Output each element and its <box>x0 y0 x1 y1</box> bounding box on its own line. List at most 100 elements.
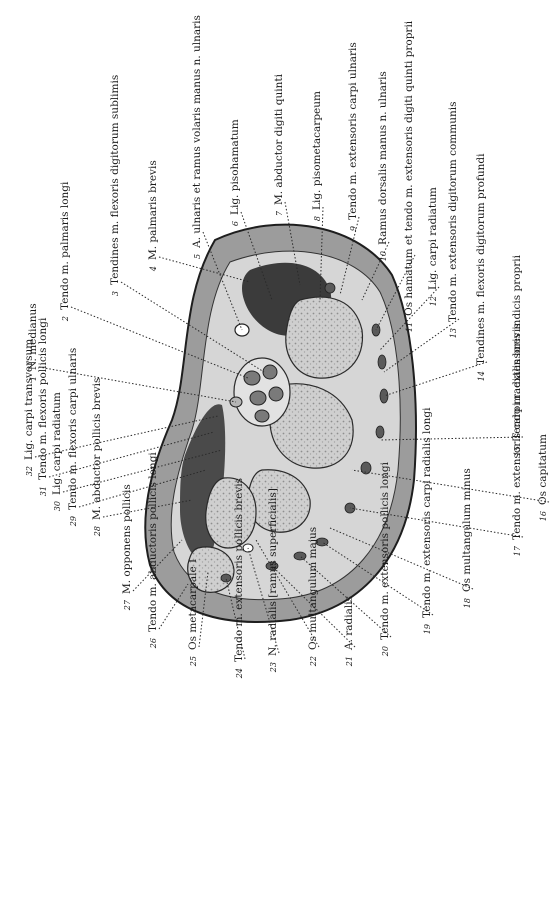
label-5: A. ulnaris et ramus volaris manus n. uln… <box>191 15 203 259</box>
label-number: 22 <box>309 656 318 667</box>
label-8: Lig. pisometacarpeum 8 <box>311 91 323 221</box>
label-29: Tendo m. flexoris carpi ulnaris 29 <box>67 348 79 527</box>
label-number: 26 <box>149 638 158 649</box>
label-number: 23 <box>269 662 278 673</box>
label-number: 11 <box>405 322 414 332</box>
label-16: Os capitatum 16 <box>537 434 549 521</box>
label-number: 24 <box>235 668 244 679</box>
label-number: 12 <box>429 296 438 306</box>
flexor-tendon <box>263 365 277 379</box>
label-number: 4 <box>149 266 158 272</box>
anatomy-label: Tendines m. flexoris digitorum sublimis <box>109 75 121 285</box>
label-31: Tendo m. flexoris pollicis longi31 <box>37 317 49 496</box>
label-number: 28 <box>93 526 102 537</box>
label-number: 2 <box>61 316 70 322</box>
anatomy-label: Lig. carpi radiatum <box>51 392 63 495</box>
anatomy-label: Tendo m. extensoris pollicis brevis <box>233 478 245 662</box>
label-number: 8 <box>313 216 322 221</box>
anatomy-label: Os metacarpale I <box>187 559 199 650</box>
extensor-tendon <box>294 552 306 560</box>
label-17: Tendo m. extensoris carpi radialis brevi… <box>511 323 523 556</box>
anatomy-label: Lig. carpi transversum <box>23 339 35 460</box>
flexor-tendon <box>244 371 260 385</box>
label-26: Tendo m. abductoris pollicis longi 26 <box>147 452 159 650</box>
anatomy-label: A. radialis <box>343 596 355 651</box>
label-25: Os metacarpale I 25 <box>187 559 199 667</box>
anatomy-label: Tendo m. extensoris pollicis longi <box>379 461 391 640</box>
label-number: 10 <box>379 251 388 261</box>
anatomy-label: Tendines m. flexoris digitorum profundi <box>475 153 487 365</box>
label-number: 18 <box>463 598 472 608</box>
label-number: 7 <box>275 210 284 216</box>
anatomy-label: M. abductor digiti quinti <box>273 73 285 205</box>
flexor-tendon <box>269 387 283 401</box>
anatomy-label: Tendo m. palmaris longi <box>59 181 71 310</box>
label-14: Tendines m. flexoris digitorum profundi1… <box>475 153 487 381</box>
label-27: M. opponens pollicis 27 <box>121 484 133 611</box>
label-23: N. radialis [ramus superficialis] 23 <box>267 488 279 673</box>
anatomy-label: Lig. pisometacarpeum <box>311 91 323 210</box>
label-13: Tendo m. extensoris digitorum communis13 <box>447 102 459 339</box>
label-2: Tendo m. palmaris longi 2 <box>59 181 71 322</box>
label-32: Lig. carpi transversum 32 <box>23 339 35 476</box>
anatomy-label: Os multangulum majus <box>307 527 319 650</box>
label-24: Tendo m. extensoris pollicis brevis 24 <box>233 478 245 679</box>
label-number: 30 <box>53 501 62 511</box>
anatomy-label: Ramus dorsalis manus n. ulnaris <box>377 71 389 245</box>
label-4: M. palmaris brevis 4 <box>147 160 159 272</box>
anatomy-label: Os capitatum <box>537 434 549 505</box>
label-number: 20 <box>381 646 390 657</box>
label-9: Tendo m. extensoris carpi ulnaris 9 <box>347 42 359 231</box>
anatomy-label: A. ulnaris et ramus volaris manus n. uln… <box>191 15 203 249</box>
flexor-tendon <box>250 391 266 405</box>
label-28: M. abductor pollicis brevis 28 <box>91 378 103 538</box>
label-20: Tendo m. extensoris pollicis longi 20 <box>379 461 391 657</box>
label-number: 6 <box>231 221 240 226</box>
label-10: Ramus dorsalis manus n. ulnaris 10 <box>377 71 389 261</box>
label-6: Lig. pisohamatum 6 <box>229 119 241 226</box>
label-number: 32 <box>25 466 34 476</box>
anatomy-label: Tendo m. flexoris carpi ulnaris <box>67 348 79 510</box>
anatomy-label: Tendo m. extensoris carpi ulnaris <box>347 42 359 220</box>
os-hamatum <box>286 297 363 378</box>
label-12: Lig. carpi radiatum 12 <box>427 187 439 306</box>
anatomy-label: Tendo m. extensoris carpi radialis brevi… <box>511 323 523 540</box>
anatomy-label: M. abductor pollicis brevis <box>91 378 103 520</box>
label-11: Os hamatum et tendo m. extensoris digiti… <box>403 20 415 332</box>
anatomy-label: Os multangulum minus <box>461 468 473 592</box>
extensor-tendon <box>378 355 386 369</box>
label-number: 21 <box>345 656 354 667</box>
label-number: 5 <box>193 254 202 259</box>
extensor-tendon <box>325 283 335 293</box>
label-number: 19 <box>423 624 432 634</box>
anatomy-label: M. opponens pollicis <box>121 484 133 594</box>
label-number: 29 <box>69 516 78 527</box>
anatomy-label: Lig. carpi radiatum <box>427 187 439 290</box>
anatomy-label: Lig. pisohamatum <box>229 119 241 215</box>
anatomy-label: N. radialis [ramus superficialis] <box>267 488 279 656</box>
flexor-tendon <box>255 410 269 422</box>
label-7: M. abductor digiti quinti 7 <box>273 73 285 216</box>
extensor-tendon <box>221 574 231 582</box>
label-number: 27 <box>123 599 132 611</box>
anatomy-label: Tendo m. abductoris pollicis longi <box>147 452 159 632</box>
anatomy-label: Tendo m. extensoris carpi radialis longi <box>421 407 433 618</box>
anatomy-label: M. palmaris brevis <box>147 160 159 260</box>
label-30: Lig. carpi radiatum 30 <box>51 392 63 511</box>
extensor-tendon <box>361 462 371 474</box>
label-number: 31 <box>39 486 48 496</box>
extensor-tendon <box>380 389 388 403</box>
anatomy-label: Os hamatum et tendo m. extensoris digiti… <box>403 20 415 316</box>
label-22: Os multangulum majus 22 <box>307 527 319 667</box>
label-number: 25 <box>189 656 198 667</box>
label-number: 17 <box>513 545 522 556</box>
anatomy-label: Tendo m. extensoris digitorum communis <box>447 102 459 323</box>
label-number: 16 <box>539 511 548 521</box>
label-number: 9 <box>349 226 358 231</box>
label-19: Tendo m. extensoris carpi radialis longi… <box>421 407 433 634</box>
label-21: A. radialis 21 <box>343 596 355 667</box>
label-18: Os multangulum minus 18 <box>461 468 473 608</box>
extensor-tendon <box>376 426 384 438</box>
